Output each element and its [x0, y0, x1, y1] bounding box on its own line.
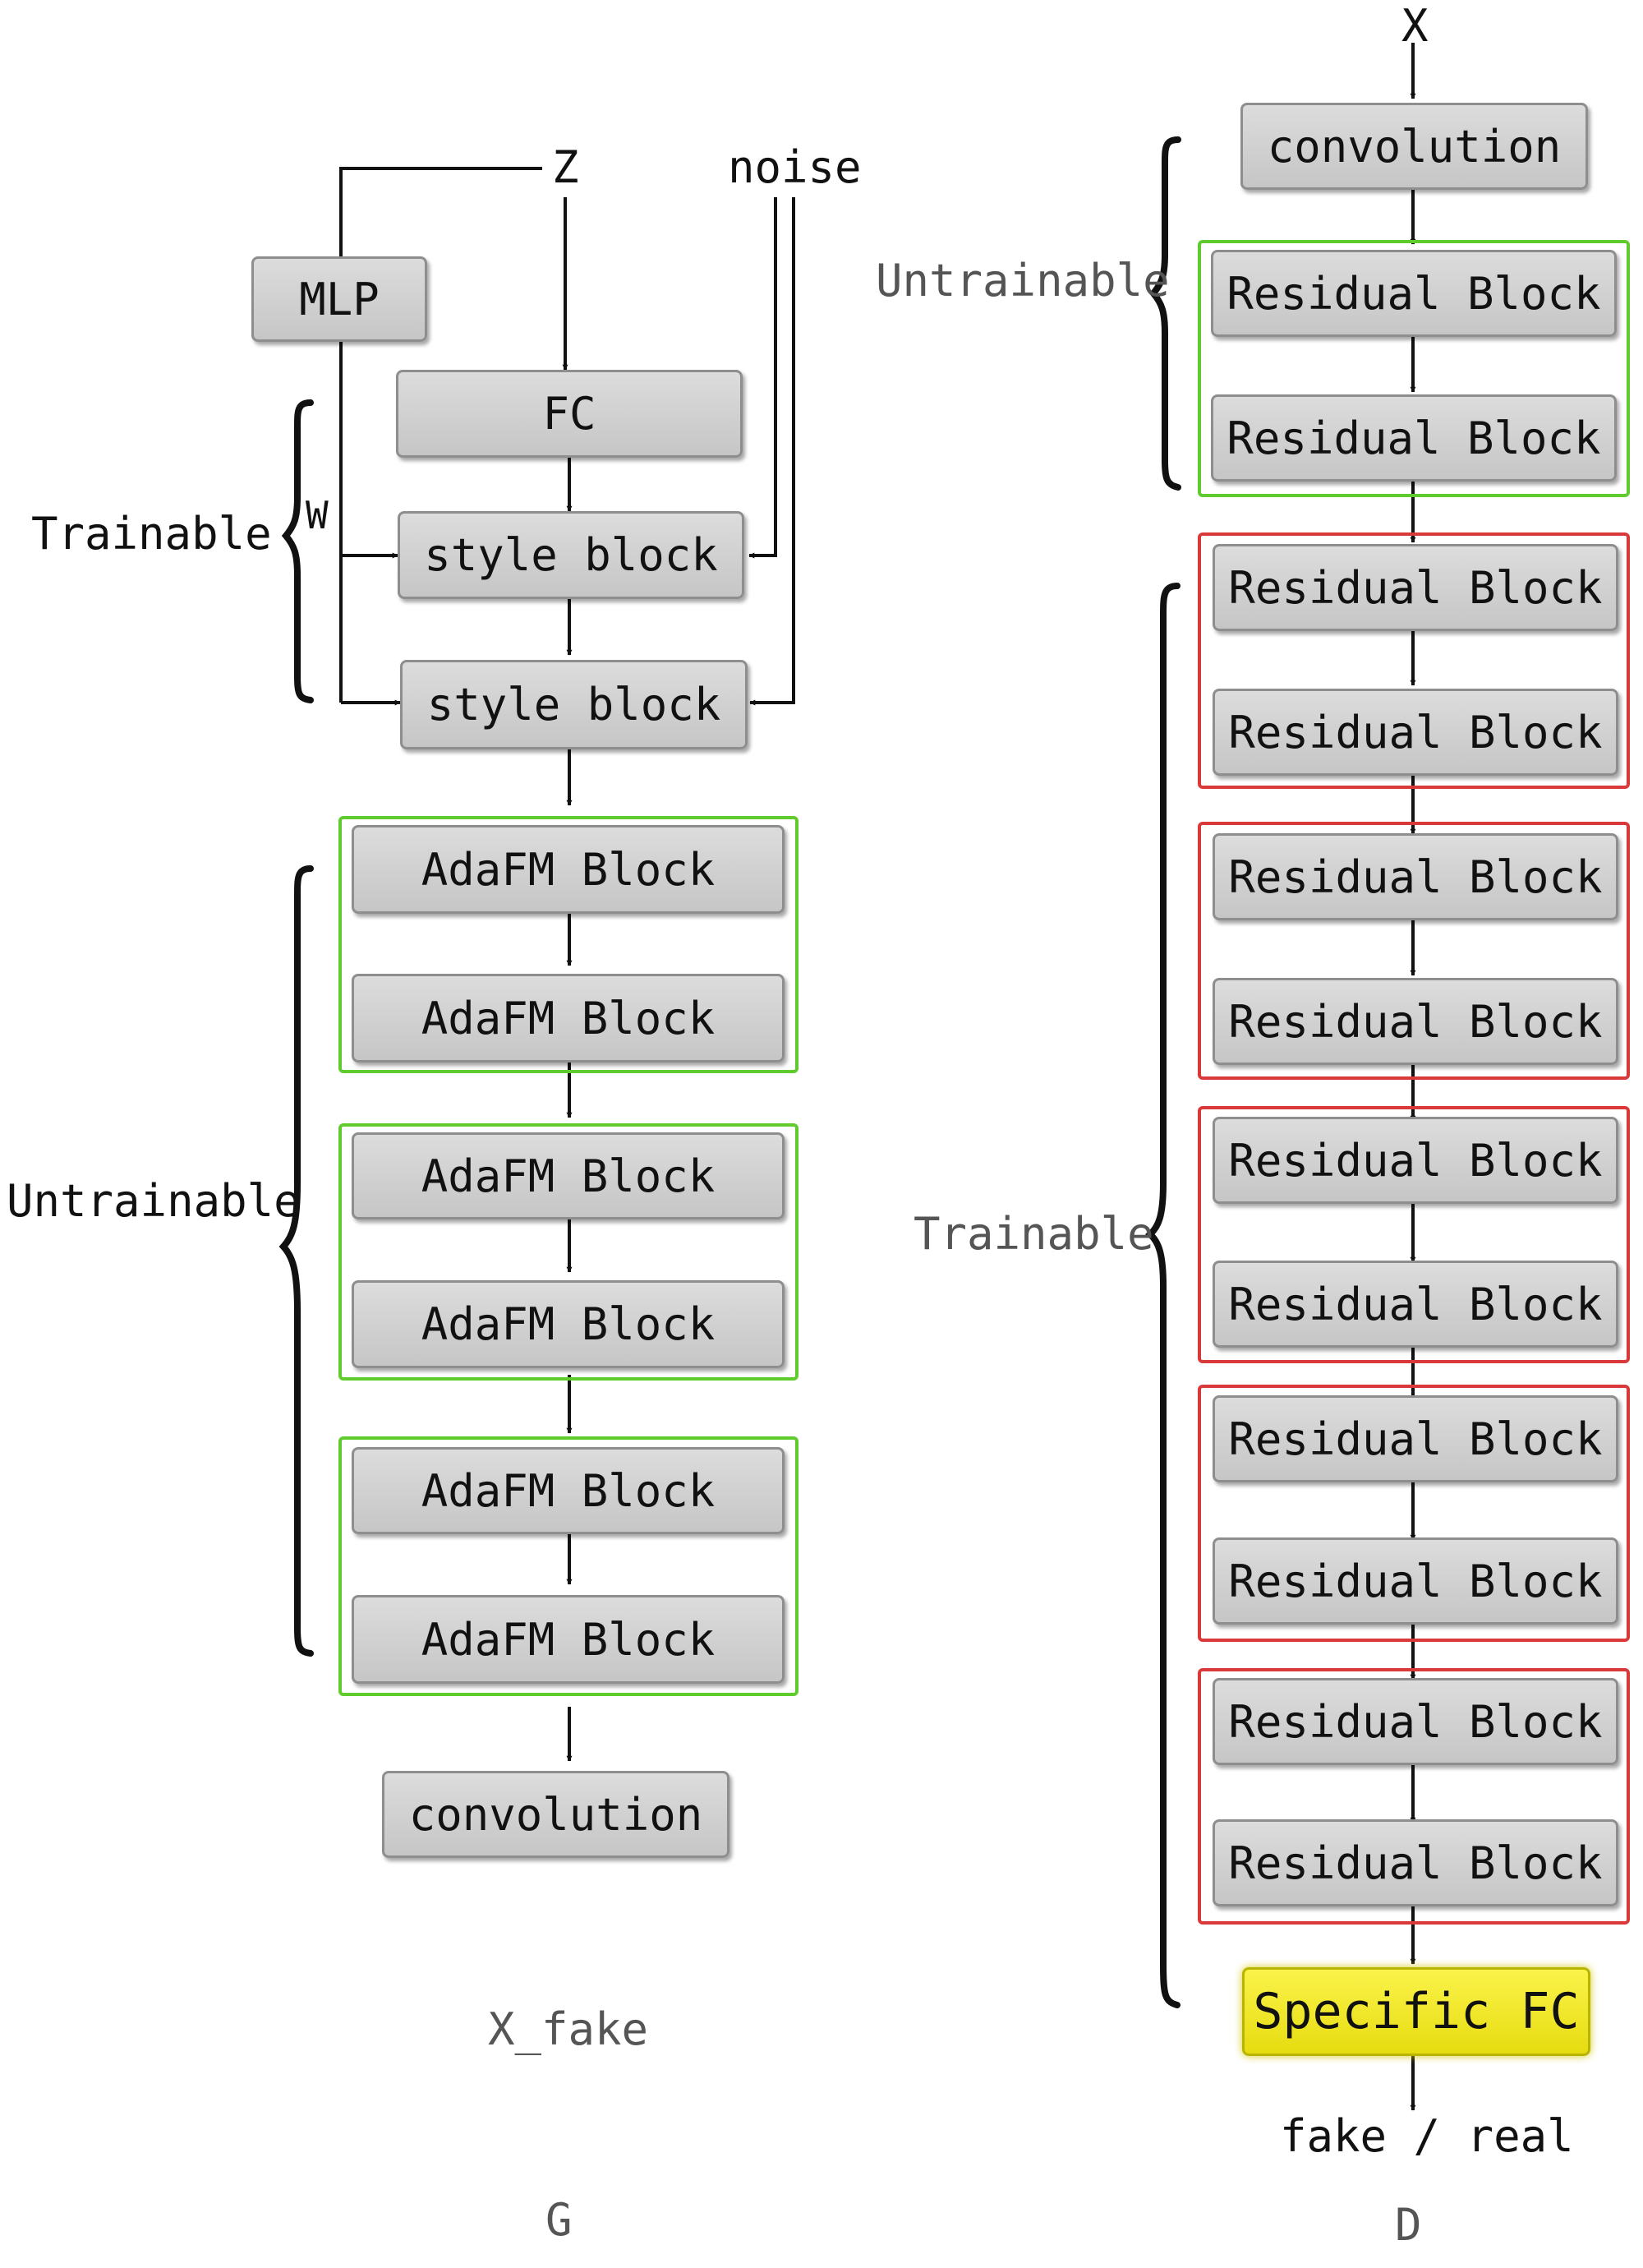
style-block-2: style block	[400, 660, 748, 749]
adafm-group-3	[338, 1436, 798, 1696]
d-convolution-block: convolution	[1240, 103, 1588, 190]
z-to-mlp-line	[339, 167, 542, 256]
d-trainable-res-3: Residual Block	[1213, 833, 1618, 920]
d-trainable-group-4	[1198, 1385, 1630, 1642]
d-trainable-res-6: Residual Block	[1213, 1261, 1618, 1348]
fake-real-output-label: fake / real	[1280, 2110, 1574, 2162]
noise-input-label: noise	[728, 141, 862, 193]
d-trainable-res-2: Residual Block	[1213, 689, 1618, 776]
style-block-1: style block	[398, 511, 744, 599]
specific-fc-block: Specific FC	[1242, 1967, 1590, 2056]
d-untrainable-res-1: Residual Block	[1211, 250, 1617, 337]
noise-to-style-1-arrow	[748, 197, 777, 559]
w-label: W	[306, 493, 329, 537]
d-trainable-group-5	[1198, 1668, 1630, 1925]
adafm-block-3: AdaFM Block	[352, 1132, 785, 1219]
g-trainable-brace	[281, 399, 314, 703]
d-trainable-res-9: Residual Block	[1213, 1678, 1618, 1765]
adafm-block-2: AdaFM Block	[352, 974, 785, 1063]
d-trainable-brace	[1145, 583, 1180, 2008]
g-caption: G	[545, 2194, 573, 2246]
adafm-group-1	[338, 816, 798, 1073]
d-trainable-label: Trainable	[914, 1208, 1154, 1260]
g-trainable-label: Trainable	[31, 508, 272, 560]
d-trainable-res-1: Residual Block	[1213, 544, 1618, 631]
g-untrainable-label: Untrainable	[7, 1175, 301, 1227]
d-trainable-group-1	[1198, 532, 1630, 789]
z-input-label: Z	[552, 141, 579, 193]
g-convolution-block: convolution	[382, 1771, 729, 1858]
fc-block: FC	[396, 370, 743, 458]
d-untrainable-brace	[1148, 136, 1181, 491]
x-input-label: X	[1401, 0, 1429, 52]
d-untrainable-label: Untrainable	[876, 255, 1170, 307]
d-trainable-group-3	[1198, 1106, 1630, 1363]
noise-to-style-2-arrow	[749, 197, 795, 706]
mlp-block: MLP	[251, 256, 427, 342]
adafm-group-2	[338, 1123, 798, 1381]
d-trainable-res-7: Residual Block	[1213, 1395, 1618, 1482]
adafm-block-6: AdaFM Block	[352, 1595, 785, 1684]
d-untrainable-group	[1198, 240, 1630, 497]
d-trainable-res-8: Residual Block	[1213, 1537, 1618, 1625]
d-untrainable-res-2: Residual Block	[1211, 394, 1617, 482]
adafm-block-4: AdaFM Block	[352, 1280, 785, 1368]
adafm-block-1: AdaFM Block	[352, 825, 785, 914]
x-fake-output-label: X_fake	[488, 2003, 649, 2055]
d-trainable-group-2	[1198, 822, 1630, 1080]
g-untrainable-brace	[278, 865, 314, 1657]
adafm-block-5: AdaFM Block	[352, 1447, 785, 1534]
d-trainable-res-5: Residual Block	[1213, 1117, 1618, 1204]
d-trainable-res-4: Residual Block	[1213, 978, 1618, 1065]
d-trainable-res-10: Residual Block	[1213, 1819, 1618, 1906]
d-caption: D	[1395, 2199, 1422, 2251]
